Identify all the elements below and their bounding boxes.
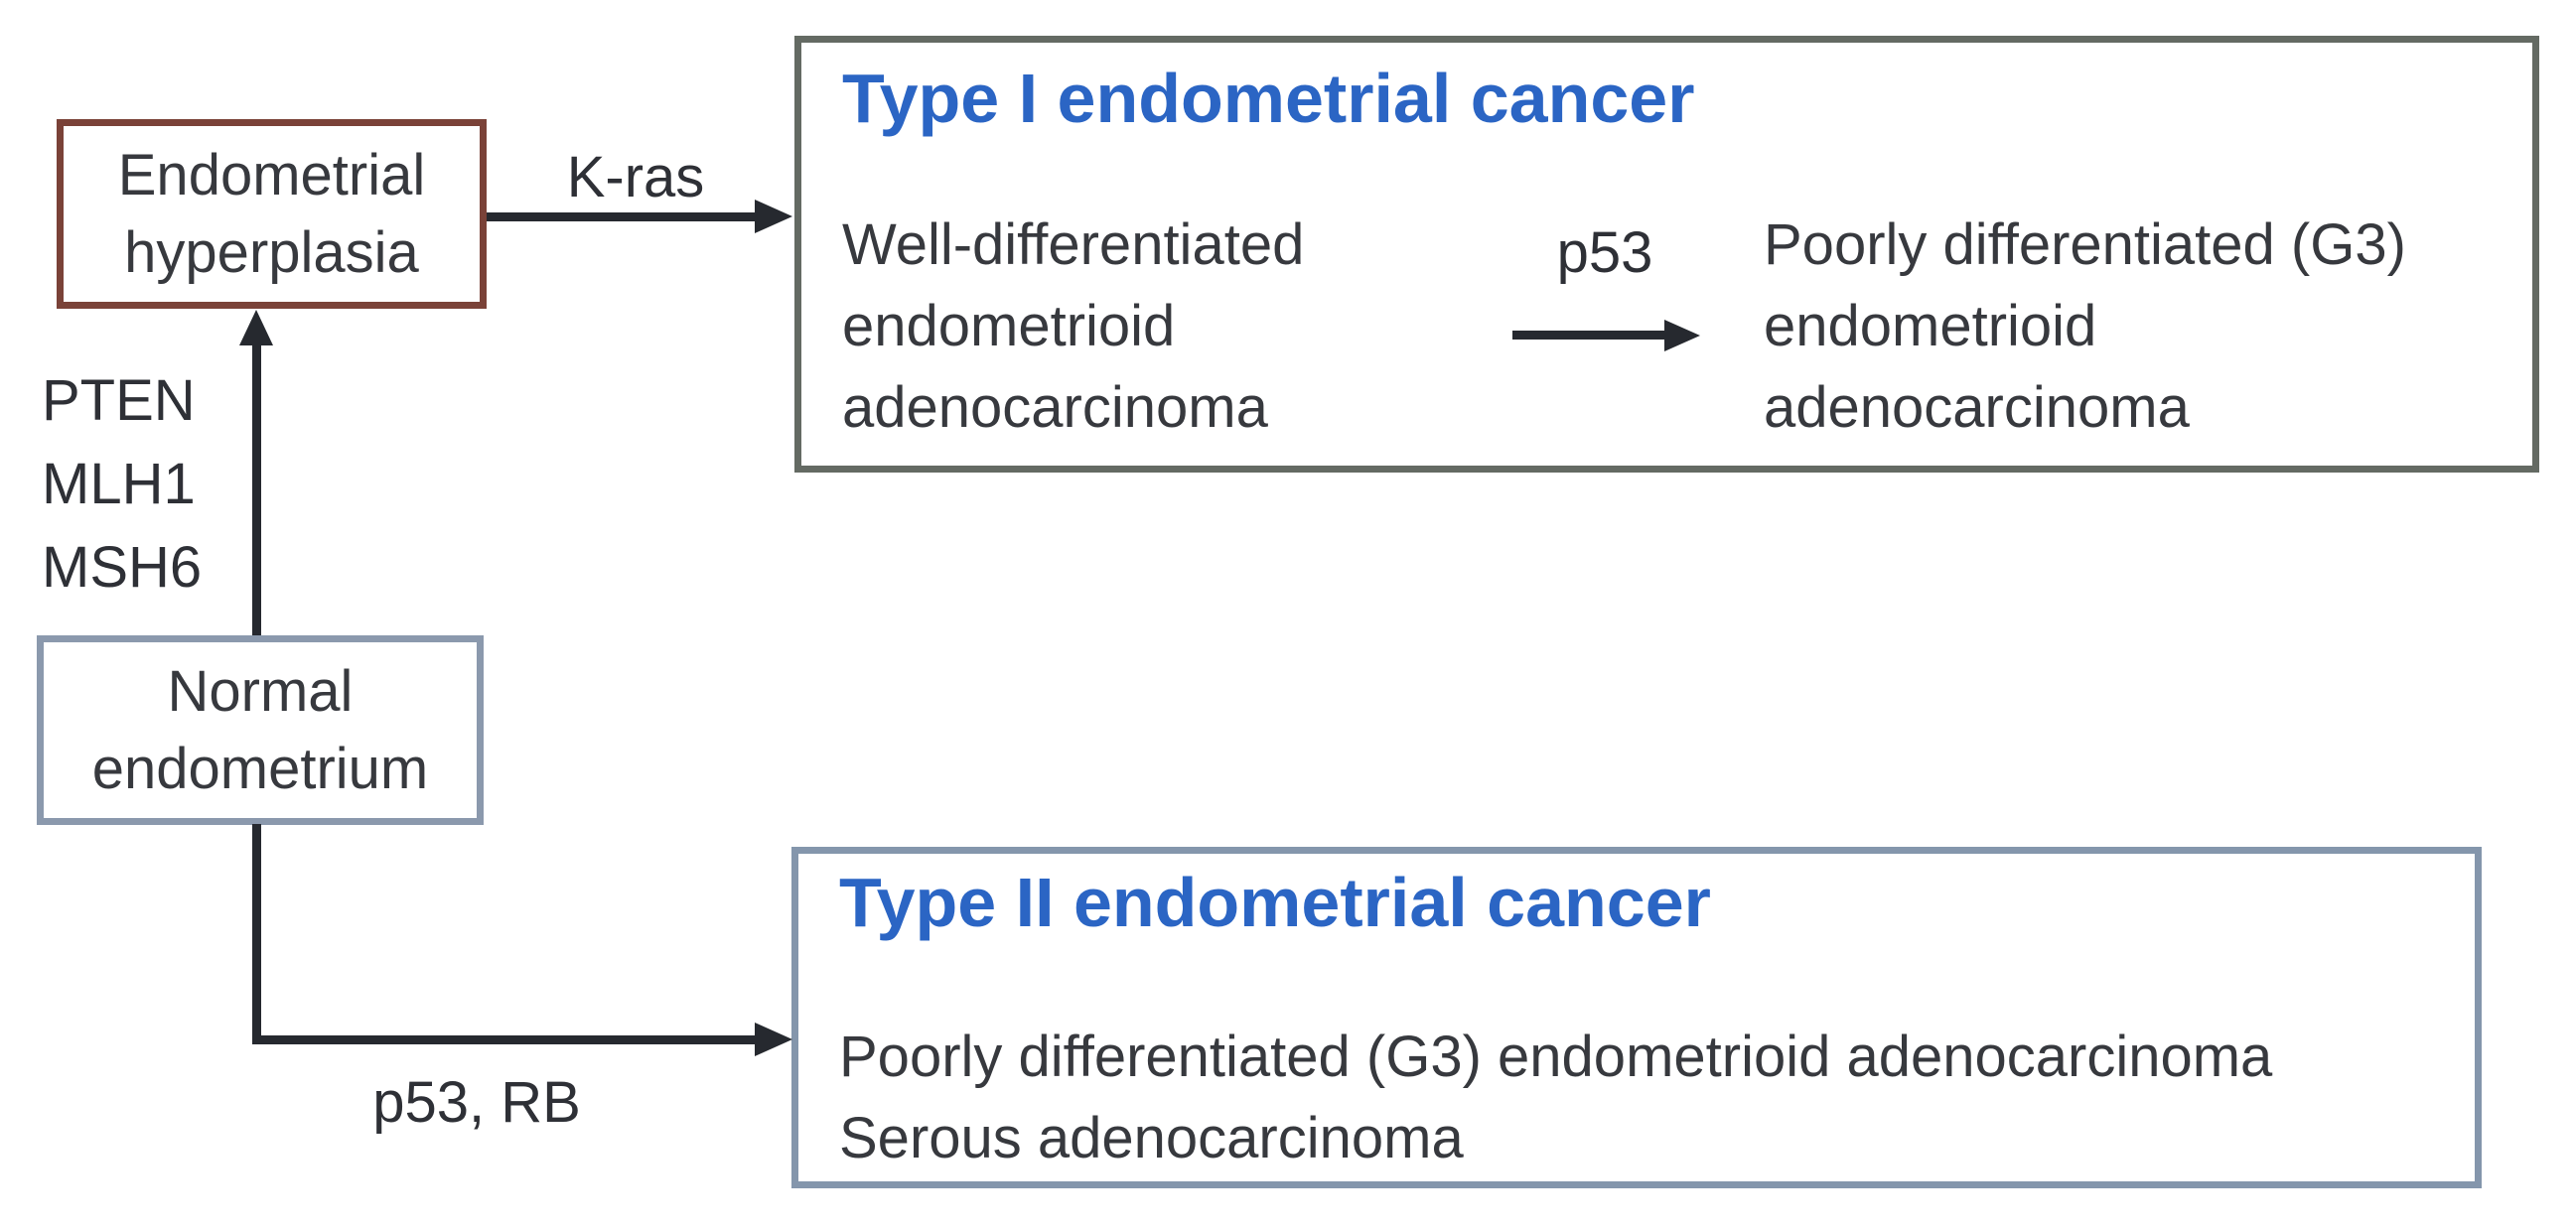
- p53-arrow-shaft: [1512, 331, 1668, 340]
- gene-label-msh6: MSH6: [42, 535, 203, 600]
- type1-cancer-box: [794, 36, 2539, 473]
- normal-to-type2-arrowhead-icon: [755, 1023, 792, 1056]
- type1-left-line2: endometrioid: [842, 294, 1176, 358]
- p53-arrowhead-icon: [1664, 320, 1700, 351]
- type2-cancer-title: Type II endometrial cancer: [839, 864, 1711, 941]
- type1-right-line1: Poorly differentiated (G3): [1764, 212, 2406, 277]
- type2-cancer-box: [791, 847, 2482, 1188]
- type2-line1: Poorly differentiated (G3) endometrioid …: [839, 1025, 2273, 1089]
- type1-well-differentiated-text: Well-differentiated endometrioid adenoca…: [842, 205, 1304, 449]
- type1-poorly-differentiated-text: Poorly differentiated (G3) endometrioid …: [1764, 205, 2406, 449]
- normal-to-type2-arrow-vertical-shaft: [252, 824, 261, 1044]
- type1-cancer-title: Type I endometrial cancer: [842, 60, 1695, 137]
- type1-left-line3: adenocarcinoma: [842, 375, 1268, 440]
- normal-endometrium-label-line1: Normal: [167, 658, 354, 724]
- kras-arrowhead-icon: [755, 200, 792, 233]
- endometrial-hyperplasia-box: Endometrial hyperplasia: [57, 119, 487, 309]
- normal-endometrium-box: Normal endometrium: [37, 635, 484, 825]
- endometrial-hyperplasia-label-line1: Endometrial: [117, 142, 426, 207]
- normal-to-hyperplasia-arrow-shaft: [252, 343, 261, 635]
- type1-right-line2: endometrioid: [1764, 294, 2097, 358]
- gene-list: PTEN MLH1 MSH6: [42, 359, 202, 610]
- p53-rb-arrow-label: p53, RB: [372, 1070, 581, 1135]
- type1-right-line3: adenocarcinoma: [1764, 375, 2190, 440]
- gene-label-mlh1: MLH1: [42, 452, 196, 516]
- gene-label-pten: PTEN: [42, 368, 196, 433]
- type2-line2: Serous adenocarcinoma: [839, 1106, 1464, 1170]
- type2-subtypes-text: Poorly differentiated (G3) endometrioid …: [839, 1017, 2272, 1179]
- normal-to-type2-arrow-horizontal-shaft: [252, 1035, 759, 1044]
- normal-to-hyperplasia-arrowhead-icon: [239, 310, 273, 345]
- p53-arrow-label: p53: [1556, 220, 1653, 285]
- endometrial-hyperplasia-label-line2: hyperplasia: [124, 219, 419, 285]
- kras-arrow-label: K-ras: [566, 145, 705, 209]
- kras-arrow-shaft: [487, 212, 759, 221]
- normal-endometrium-label-line2: endometrium: [91, 736, 429, 801]
- type1-left-line1: Well-differentiated: [842, 212, 1305, 277]
